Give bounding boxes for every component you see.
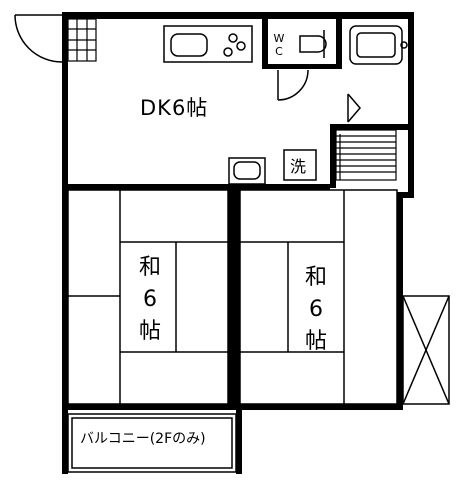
- bathtub: [349, 25, 408, 65]
- wc-label: W C: [273, 32, 285, 58]
- bathroom-door: [277, 69, 361, 123]
- washitsu-right-label: 和 6 帖: [304, 265, 327, 354]
- tatami-left: [67, 189, 229, 405]
- wash-basin: [228, 149, 317, 185]
- balcony-label: バルコニー(2Fのみ): [80, 431, 206, 447]
- staircase: [330, 124, 397, 186]
- dk-label: DK6帖: [140, 96, 209, 120]
- dk-partition: [68, 130, 336, 404]
- genkan-tiles: [67, 18, 97, 62]
- balcony: [67, 413, 237, 473]
- closet: [402, 295, 450, 405]
- tatami-right: [239, 189, 398, 405]
- wc-room: [262, 19, 342, 69]
- washitsu-left-label: 和 6 帖: [138, 255, 161, 344]
- washer-label: 洗: [290, 157, 307, 176]
- outer-walls: [62, 12, 414, 474]
- entrance-door: [14, 14, 63, 63]
- kitchen-counter: [163, 25, 253, 63]
